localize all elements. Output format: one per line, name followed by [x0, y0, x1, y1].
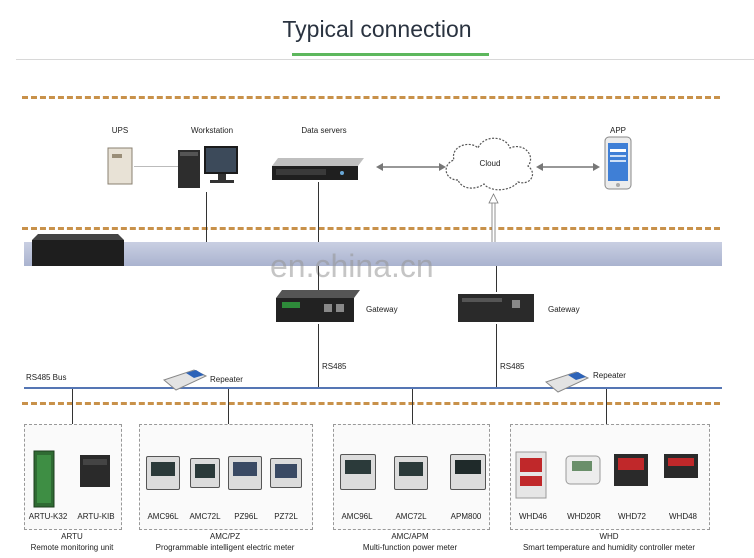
device-label: AMC96L [341, 512, 373, 521]
amc72l-meter-icon [394, 456, 428, 490]
amc72l-meter-icon [190, 458, 220, 488]
whd46-device-icon [515, 451, 547, 499]
arrow-cloud-app [536, 163, 600, 171]
arrow-server-cloud [376, 163, 446, 171]
device-label: WHD46 [518, 512, 548, 521]
server-icon [272, 158, 364, 180]
amc96l-meter-icon [146, 456, 180, 490]
dashed-separator [22, 96, 720, 99]
group-subtitle: Smart temperature and humidity controlle… [522, 543, 696, 552]
cloud-icon [445, 137, 533, 191]
gateway-label: Gateway [548, 305, 580, 314]
bus-drop-line [72, 389, 73, 425]
whd48-device-icon [664, 454, 698, 478]
watermark: en.china.cn [270, 248, 434, 284]
pz96l-meter-icon [228, 456, 262, 490]
page-title: Typical connection [282, 16, 472, 42]
bus-drop-line [412, 389, 413, 425]
rs485-label: RS485 [322, 362, 347, 371]
workstation-drop-line [206, 192, 207, 242]
device-label: ARTU-K32 [28, 512, 68, 521]
title-divider [16, 59, 754, 60]
device-label: WHD72 [617, 512, 647, 521]
ups-connector [134, 166, 178, 167]
pz72l-meter-icon [270, 458, 302, 488]
rs485-bus-label: RS485 Bus [26, 373, 67, 382]
ups-label: UPS [111, 126, 129, 135]
amc96l-meter-icon [340, 454, 376, 490]
artu-k32-device-icon [33, 450, 55, 508]
rs485-line [318, 324, 319, 388]
gateway-icon [458, 294, 534, 322]
cloud-label: Cloud [479, 159, 501, 168]
group-subtitle: Multi-function power meter [362, 543, 458, 552]
whd20r-device-icon [565, 455, 601, 485]
group-title: AMC/PZ [209, 532, 241, 541]
group-subtitle: Remote monitoring unit [30, 543, 114, 552]
apm800-meter-icon [450, 454, 486, 490]
device-label: WHD20R [567, 512, 601, 521]
network-backbone-bar [24, 242, 722, 266]
switch-icon [32, 234, 124, 266]
workstation-icon [178, 146, 238, 188]
rs485-bus-line [24, 387, 722, 389]
data-servers-label: Data servers [301, 126, 347, 135]
gateway-uplink [318, 266, 319, 292]
group-subtitle: Programmable intelligent electric meter [155, 543, 295, 552]
device-label: AMC72L [395, 512, 427, 521]
title-underline [292, 53, 489, 56]
device-label: ARTU-KIB [77, 512, 115, 521]
server-drop-line [318, 182, 319, 242]
dashed-separator [22, 402, 720, 405]
group-title: WHD [599, 532, 619, 541]
ups-icon [107, 147, 133, 185]
repeater-icon [162, 369, 208, 391]
gateway-icon [276, 290, 360, 322]
bus-drop-line [606, 389, 607, 425]
phone-icon [604, 136, 632, 190]
device-label: WHD48 [668, 512, 698, 521]
rs485-label: RS485 [500, 362, 525, 371]
repeater-label: Repeater [593, 371, 626, 380]
group-title: ARTU [61, 532, 83, 541]
whd72-device-icon [614, 454, 648, 486]
device-label: AMC72L [189, 512, 221, 521]
rs485-line [496, 324, 497, 388]
group-title: AMC/APM [391, 532, 429, 541]
dashed-separator [22, 227, 720, 230]
artu-kib-device-icon [80, 455, 110, 487]
gateway-label: Gateway [366, 305, 398, 314]
device-label: AMC96L [147, 512, 179, 521]
repeater-icon [544, 371, 590, 393]
workstation-label: Workstation [190, 126, 234, 135]
device-label: PZ72L [274, 512, 298, 521]
device-label: PZ96L [234, 512, 258, 521]
cloud-uplink-arrow [488, 193, 499, 245]
bus-drop-line [228, 389, 229, 425]
repeater-label: Repeater [210, 375, 243, 384]
gateway-uplink [496, 266, 497, 292]
app-label: APP [609, 126, 627, 135]
device-label: APM800 [450, 512, 482, 521]
